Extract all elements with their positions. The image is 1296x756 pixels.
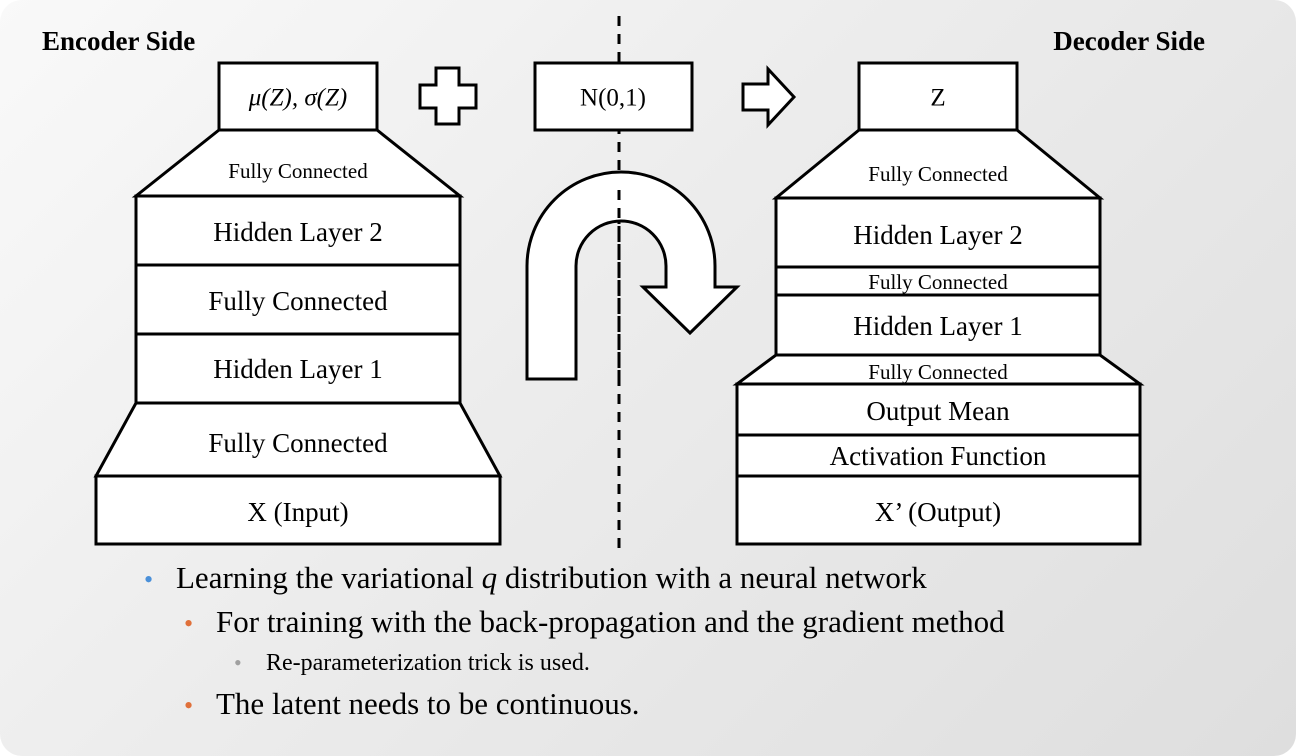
bullet-text: Learning the variational [176,560,482,595]
bullet-level3-reparam: • Re-parameterization trick is used. [234,650,590,677]
decoder-hidden2-label: Hidden Layer 2 [853,220,1022,250]
decoder-hidden1-label: Hidden Layer 1 [853,311,1022,341]
bullet-dot-icon: • [144,565,154,594]
bullet-text: For training with the back-propagation a… [216,604,1005,639]
decoder-hidden2 [774,196,1102,269]
encoder-fc-bottom-label: Fully Connected [208,428,388,458]
decoder-output-mean [735,382,1142,437]
bullet-dot-icon: • [234,650,242,675]
bullet-text: The latent needs to be continuous. [216,686,640,721]
encoder-hidden1 [134,332,462,405]
encoder-stack: μ(Z), σ(Z) Fully Connected Hidden Layer … [93,61,503,546]
encoder-fc-top-label: Fully Connected [228,159,368,183]
decoder-output-label: X’ (Output) [875,497,1001,527]
decoder-fc-mid-label: Fully Connected [868,270,1008,294]
decoder-stack: Z Fully Connected Hidden Layer 2 Fully C… [732,61,1145,546]
encoder-fc-mid-label: Fully Connected [208,286,388,316]
decoder-z-box [857,61,1019,132]
decoder-fc-top-label: Fully Connected [868,162,1008,186]
decoder-output [735,474,1142,546]
bullet-dot-icon: • [184,691,194,720]
encoder-latent-params-label: μ(Z), σ(Z) [248,85,348,112]
decoder-activation-label: Activation Function [830,441,1047,471]
bullet-level1-learning: • Learning the variational q distribution… [144,560,927,596]
encoder-hidden1-label: Hidden Layer 1 [213,354,382,384]
bullet-text: Re-parameterization trick is used. [266,650,590,676]
decoder-fc-bottom-label: Fully Connected [868,360,1008,384]
decoder-fc-mid [774,265,1102,297]
bullet-level2-latent: • The latent needs to be continuous. [184,686,640,722]
variable-q: q [481,560,498,595]
decoder-activation [735,433,1142,478]
noise-label: N(0,1) [580,85,646,112]
decoder-hidden1 [774,293,1102,357]
encoder-title: Encoder Side [42,26,195,56]
decoder-output-mean-label: Output Mean [866,396,1010,426]
encoder-hidden2-label: Hidden Layer 2 [213,217,382,247]
bullet-text: distribution with a neural network [497,560,927,595]
encoder-input-label: X (Input) [247,497,348,527]
plus-icon [418,66,478,126]
u-turn-arrow-icon [525,170,741,381]
decoder-z-label: Z [930,85,945,112]
bullet-level2-training: • For training with the back-propagation … [184,604,1005,640]
noise-box [533,61,694,132]
bullet-dot-icon: • [184,609,194,638]
decoder-title: Decoder Side [1053,26,1205,56]
encoder-fc-mid [134,263,462,336]
encoder-latent-params-box [217,61,379,132]
encoder-input [94,474,502,546]
right-arrow-icon [741,65,797,129]
